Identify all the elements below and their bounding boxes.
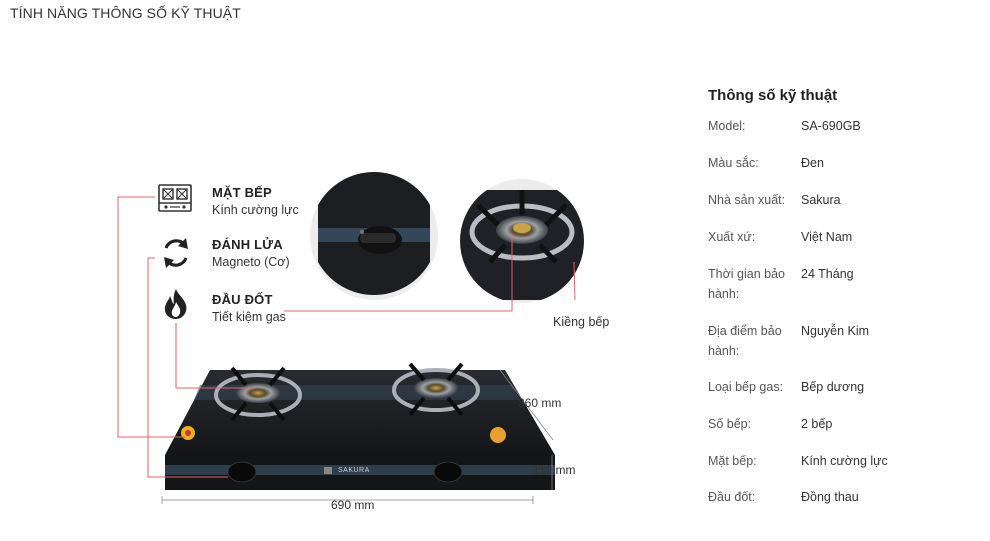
spec-row-warranty-location: Địa điểm bảo hành: Nguyễn Kim (708, 321, 978, 377)
spec-value: SA-690GB (801, 119, 861, 133)
product-brand-label: SAKURA (338, 467, 370, 474)
feature-desc: Magneto (Cơ) (212, 255, 290, 269)
feature-burner: ĐẦU ĐỐT Tiết kiệm gas (212, 292, 286, 324)
feature-desc: Kính cường lực (212, 203, 299, 217)
spec-row-warranty-period: Thời gian bảo hành: 24 Tháng (708, 264, 978, 321)
grate-callout: Kiềng bếp (553, 315, 610, 329)
spec-value: Kính cường lực (801, 454, 888, 468)
spec-row-surface: Mặt bếp: Kính cường lực (708, 451, 978, 487)
feature-desc: Tiết kiệm gas (212, 310, 286, 324)
spec-label: Nhà sản xuất: (708, 193, 786, 207)
stove-top-icon (158, 184, 192, 217)
spec-row-burner-head: Đầu đốt: Đồng thau (708, 487, 978, 511)
spec-value: Đen (801, 156, 824, 170)
feature-glass-top: MẶT BẾP Kính cường lực (212, 185, 299, 217)
spec-value: 2 bếp (801, 417, 833, 431)
spec-value: Đồng thau (801, 490, 859, 504)
width-dimension: 690 mm (331, 498, 375, 512)
ignition-cycle-icon (160, 236, 192, 275)
feature-title: ĐÁNH LỬA (212, 237, 283, 252)
spec-label: Model: (708, 119, 746, 133)
depth-dimension: 360 mm (518, 396, 562, 410)
spec-value: Bếp dương (801, 380, 865, 394)
feature-ignition: ĐÁNH LỬA Magneto (Cơ) (212, 237, 290, 269)
height-dimension: 110 mm (533, 463, 576, 477)
spec-value: Sakura (801, 193, 841, 207)
spec-label: Loại bếp gas: (708, 380, 784, 394)
spec-row-manufacturer: Nhà sản xuất: Sakura (708, 190, 978, 227)
spec-row-burner-count: Số bếp: 2 bếp (708, 414, 978, 451)
spec-value: Nguyễn Kim (801, 324, 870, 338)
stove-body (165, 362, 555, 490)
spec-panel: Thông số kỹ thuật Model: SA-690GB Màu sắ… (708, 87, 978, 511)
spec-row-origin: Xuất xứ: Việt Nam (708, 227, 978, 264)
spec-row-stove-type: Loại bếp gas: Bếp dương (708, 377, 978, 414)
spec-label: Mặt bếp: (708, 454, 757, 468)
spec-label: Màu sắc: (708, 156, 759, 170)
feature-title: MẶT BẾP (212, 185, 272, 200)
feature-title: ĐẦU ĐỐT (212, 292, 273, 307)
section-title: TÍNH NĂNG THÔNG SỐ KỸ THUẬT (10, 5, 241, 21)
spec-row-color: Màu sắc: Đen (708, 153, 978, 190)
spec-label: Xuất xứ: (708, 230, 756, 244)
zoom-grate-detail (460, 179, 584, 303)
spec-row-model: Model: SA-690GB (708, 116, 978, 153)
spec-label: Địa điểm bảo hành: (708, 324, 782, 358)
spec-label: Thời gian bảo hành: (708, 267, 785, 301)
spec-label: Số bếp: (708, 417, 752, 431)
spec-value: 24 Tháng (801, 267, 854, 281)
spec-label: Đầu đốt: (708, 490, 756, 504)
dimension-lines (161, 369, 554, 504)
zoom-knob-detail (310, 171, 438, 300)
flame-icon (162, 288, 190, 325)
product-illustration (117, 171, 584, 504)
spec-value: Việt Nam (801, 230, 853, 244)
callout-lines (117, 196, 576, 478)
spec-heading: Thông số kỹ thuật (708, 87, 838, 104)
